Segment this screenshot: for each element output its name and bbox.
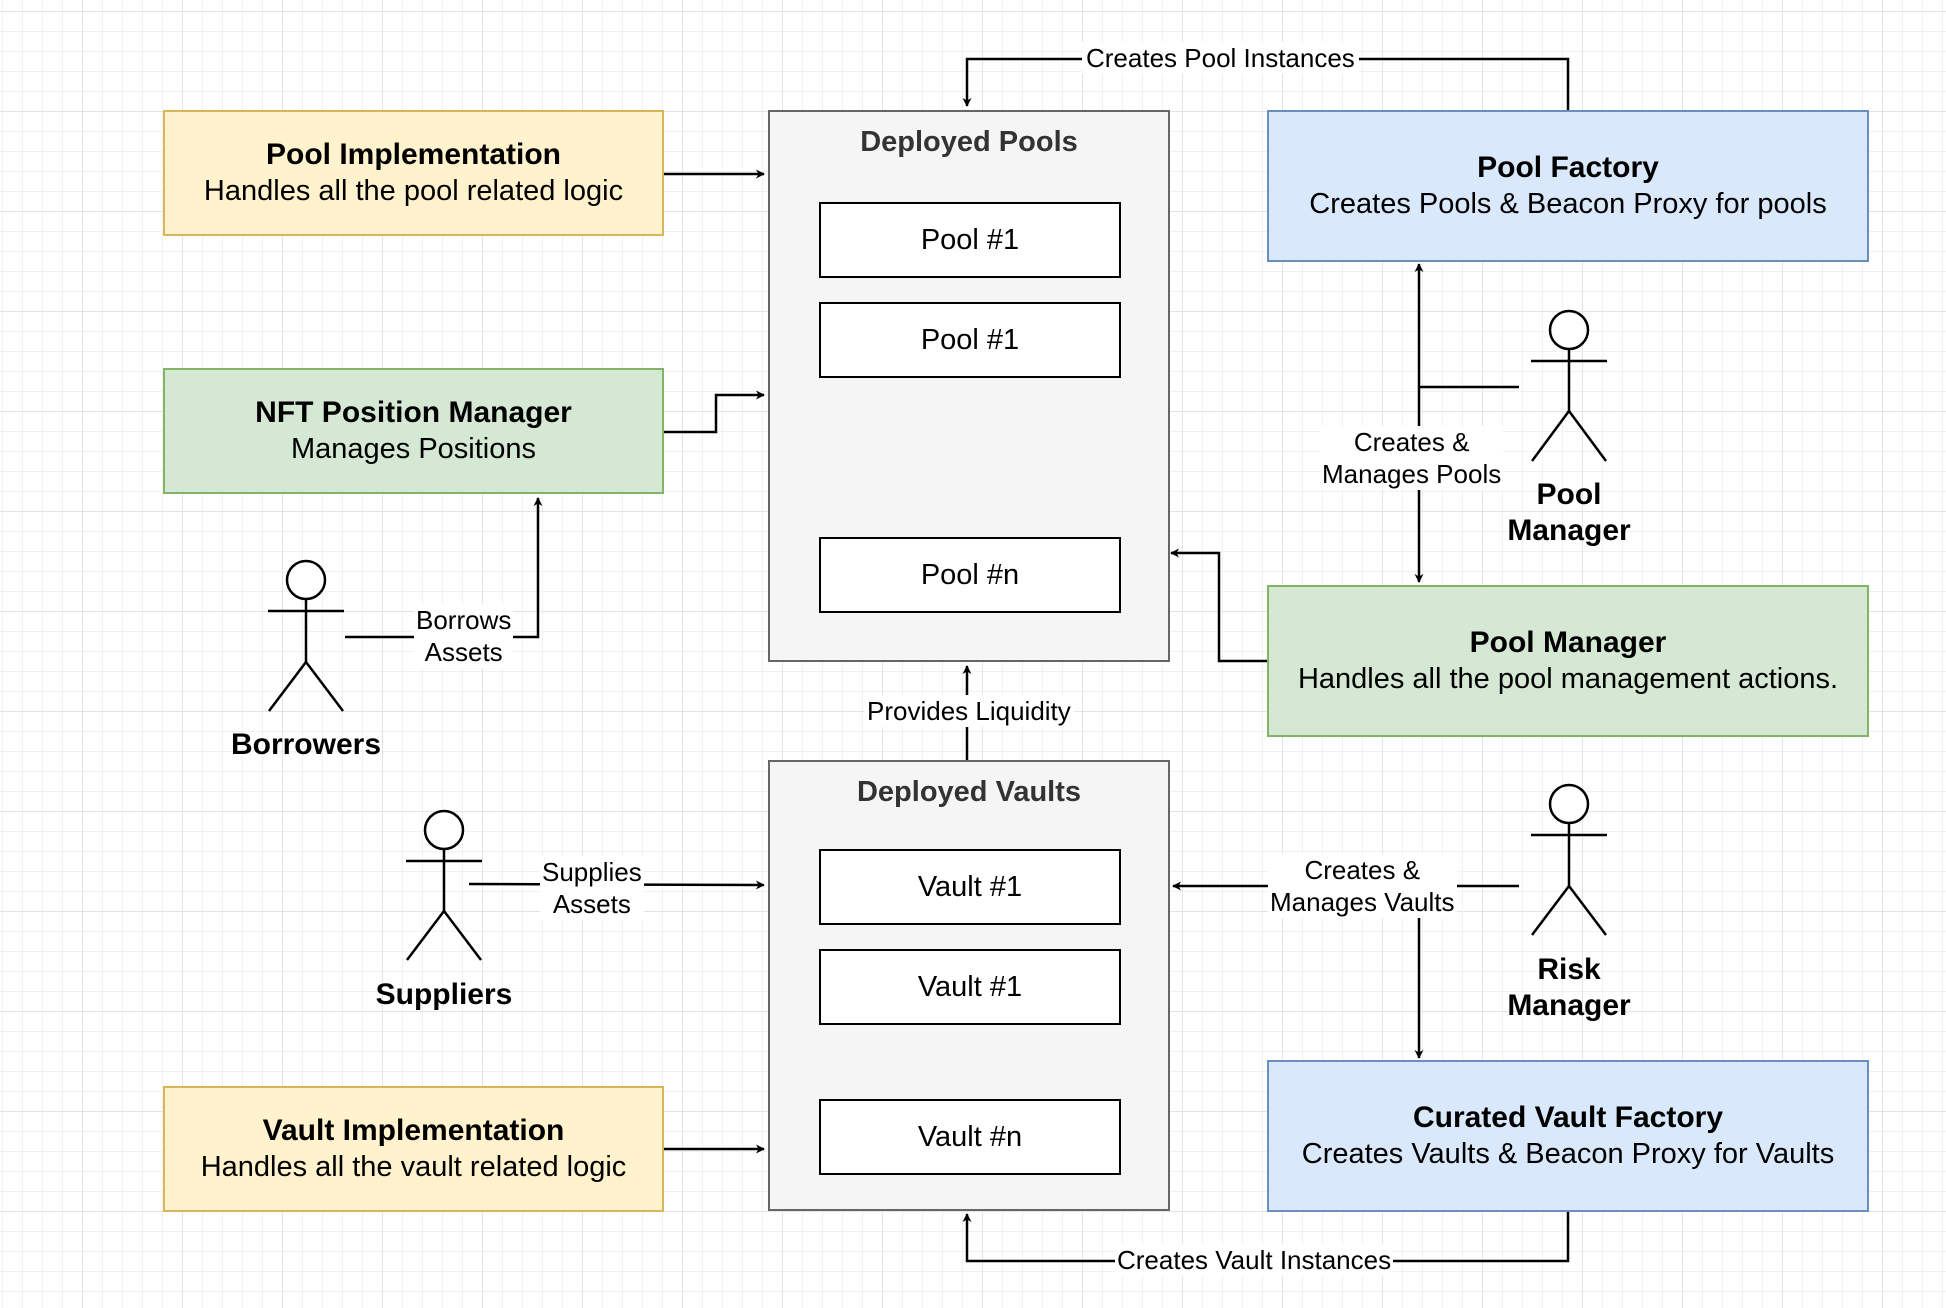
supplies-assets-label: Supplies Assets	[540, 856, 644, 920]
nft-position-manager-box: NFT Position Manager Manages Positions	[163, 368, 664, 494]
vault-item: Vault #1	[819, 949, 1121, 1025]
creates-pool-instances-label: Creates Pool Instances	[1082, 42, 1359, 74]
suppliers-label: Suppliers	[375, 978, 513, 1011]
creates-manages-vaults-line1: Creates &	[1304, 855, 1421, 885]
deployed-vaults-container: Deployed Vaults Vault #1 Vault #1 Vault …	[768, 760, 1170, 1211]
creates-manages-pools-label: Creates & Manages Pools	[1320, 426, 1504, 490]
creates-manages-vaults-line2: Manages Vaults	[1270, 887, 1455, 917]
pool-manager-actor-label: Pool Manager	[1479, 477, 1659, 549]
borrows-assets-line1: Borrows	[416, 605, 512, 635]
creates-manages-pools-line1: Creates &	[1353, 427, 1470, 457]
deployed-pools-title: Deployed Pools	[860, 126, 1078, 158]
supplies-assets-line1: Supplies	[542, 857, 642, 887]
borrows-assets-label: Borrows Assets	[414, 604, 514, 668]
creates-vault-instances-label: Creates Vault Instances	[1115, 1244, 1394, 1276]
pool-manager-box: Pool Manager Handles all the pool manage…	[1267, 585, 1869, 737]
pool-item: Pool #1	[819, 302, 1121, 378]
risk-manager-actor-line1: Risk	[1537, 953, 1601, 986]
edge-nft-position-manager	[664, 390, 765, 434]
risk-manager-actor-icon	[1531, 783, 1607, 936]
deployed-pools-container: Deployed Pools Pool #1 Pool #1 Pool #n	[768, 110, 1170, 662]
pool-implementation-title: Pool Implementation	[265, 138, 562, 171]
curated-vault-factory-title: Curated Vault Factory	[1412, 1101, 1724, 1134]
risk-manager-actor-label: Risk Manager	[1479, 952, 1659, 1024]
vault-item: Vault #n	[819, 1099, 1121, 1175]
suppliers-actor-icon	[406, 809, 482, 961]
pool-factory-box: Pool Factory Creates Pools & Beacon Prox…	[1267, 110, 1869, 262]
pool-factory-title: Pool Factory	[1477, 151, 1659, 184]
provides-liquidity-label: Provides Liquidity	[864, 695, 1074, 727]
pool-factory-desc: Creates Pools & Beacon Proxy for pools	[1309, 188, 1827, 220]
supplies-assets-line2: Assets	[552, 889, 631, 919]
nft-position-manager-title: NFT Position Manager	[255, 396, 572, 429]
edge-pool-manager-to-pools	[1170, 548, 1268, 663]
curated-vault-factory-box: Curated Vault Factory Creates Vaults & B…	[1267, 1060, 1869, 1212]
vault-implementation-box: Vault Implementation Handles all the vau…	[163, 1086, 664, 1212]
creates-manages-vaults-label: Creates & Manages Vaults	[1268, 854, 1457, 918]
deployed-vaults-title: Deployed Vaults	[856, 776, 1081, 808]
curated-vault-factory-desc: Creates Vaults & Beacon Proxy for Vaults	[1301, 1138, 1835, 1170]
nft-position-manager-desc: Manages Positions	[290, 433, 537, 465]
vault-implementation-title: Vault Implementation	[262, 1114, 565, 1147]
vault-item: Vault #1	[819, 849, 1121, 925]
pool-manager-box-desc: Handles all the pool management actions.	[1297, 663, 1839, 695]
borrowers-label: Borrowers	[230, 728, 382, 761]
pool-implementation-desc: Handles all the pool related logic	[203, 175, 624, 207]
pool-manager-actor-icon	[1530, 309, 1608, 462]
pool-implementation-box: Pool Implementation Handles all the pool…	[163, 110, 664, 236]
borrows-assets-line2: Assets	[424, 637, 503, 667]
pool-item: Pool #n	[819, 537, 1121, 613]
risk-manager-actor-line2: Manager	[1507, 989, 1631, 1022]
pool-manager-actor-line1: Pool	[1536, 478, 1602, 511]
pool-manager-box-title: Pool Manager	[1469, 626, 1667, 659]
pool-item: Pool #1	[819, 202, 1121, 278]
edge-borrows-assets	[345, 497, 543, 639]
creates-manages-pools-line2: Manages Pools	[1322, 459, 1502, 489]
vault-implementation-desc: Handles all the vault related logic	[200, 1151, 627, 1183]
borrowers-actor-icon	[268, 559, 344, 712]
pool-manager-actor-line2: Manager	[1507, 514, 1631, 547]
